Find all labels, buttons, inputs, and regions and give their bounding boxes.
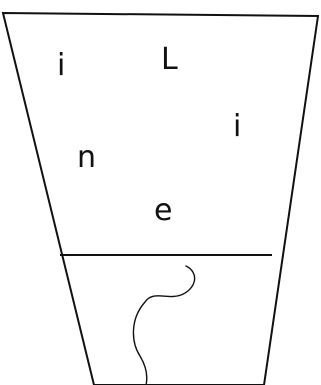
letter-i-right: i <box>233 112 241 142</box>
letter-L: L <box>161 45 178 75</box>
squiggle-line <box>133 266 194 385</box>
letter-e: e <box>154 196 172 226</box>
letter-i-top-left: i <box>57 51 65 81</box>
letter-n: n <box>77 143 96 173</box>
